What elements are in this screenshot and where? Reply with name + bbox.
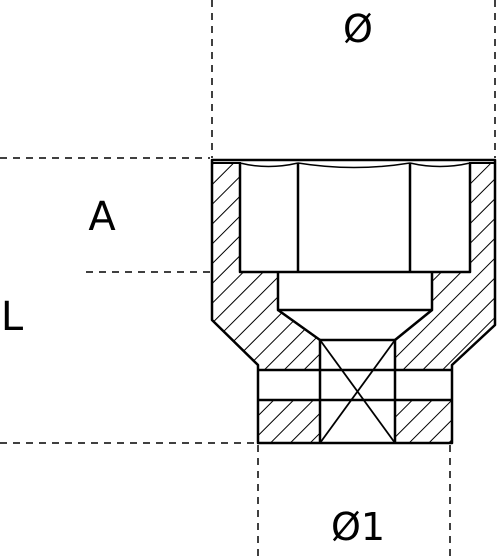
counterbore-step bbox=[276, 272, 434, 312]
outer-profile bbox=[210, 158, 497, 445]
length-l-label: L bbox=[1, 294, 24, 340]
hex-bore-top-arcs bbox=[239, 162, 471, 169]
square-drive-taper-left bbox=[277, 308, 321, 342]
diameter-1-label: Ø1 bbox=[331, 505, 385, 549]
left-upper-wall-hatch bbox=[211, 162, 321, 371]
depth-a-label: A bbox=[88, 194, 116, 240]
right-lower-wall-hatch bbox=[394, 399, 453, 444]
socket-outline bbox=[210, 158, 497, 445]
hex-bore-outline bbox=[238, 163, 472, 274]
square-drive-diagonal-2 bbox=[319, 339, 396, 444]
square-drive-taper-right bbox=[394, 309, 433, 341]
left-lower-wall-hatch bbox=[257, 399, 321, 444]
diameter-label: Ø bbox=[343, 7, 373, 51]
